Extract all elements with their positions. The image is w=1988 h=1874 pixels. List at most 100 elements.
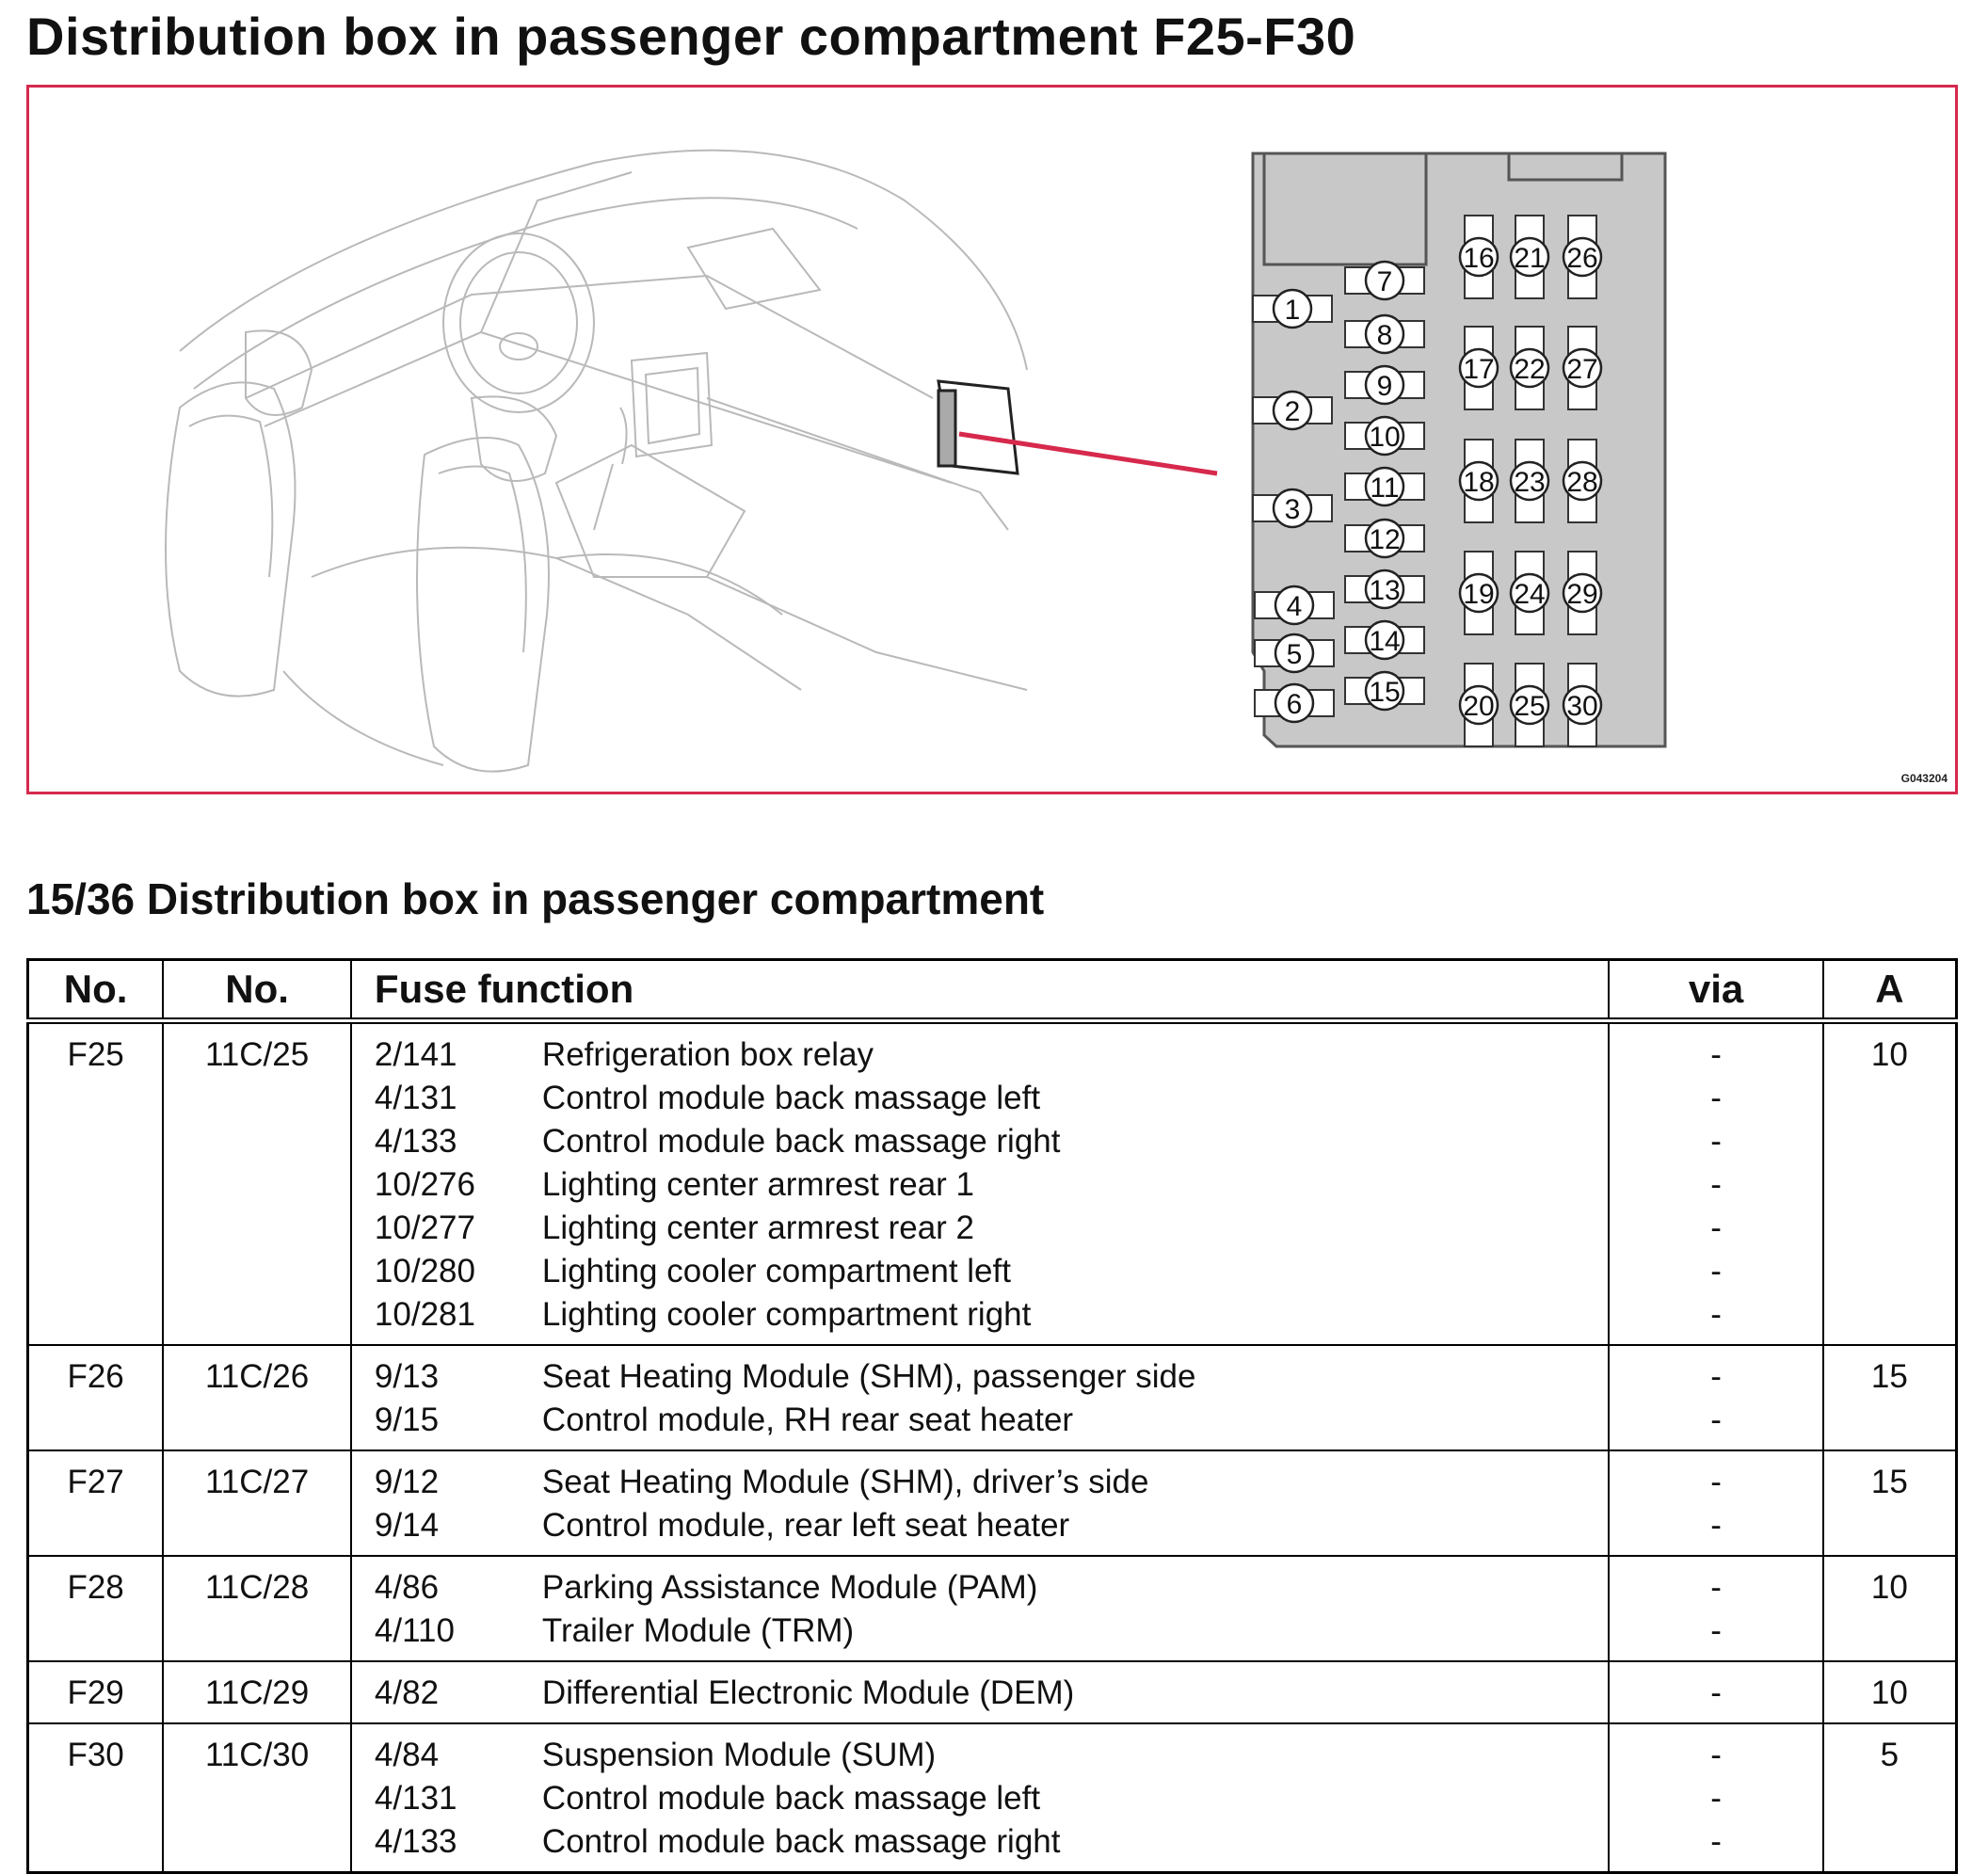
fuse-number-label: 7 [1377, 266, 1393, 297]
fuse-layout: 1234567891011121314151617181920212223242… [1252, 215, 1603, 747]
fuse-slot: 26 [1562, 215, 1603, 299]
fuse-slot: 25 [1509, 663, 1550, 747]
component-description: Refrigeration box relay [541, 1036, 874, 1073]
fuse-slot: 11 [1344, 466, 1425, 507]
fuse-function-entry: 4/131 Control module back massage left [375, 1777, 1608, 1820]
fuse-slot: 24 [1509, 551, 1550, 635]
via-value: - [1710, 1464, 1722, 1500]
component-description: Parking Assistance Module (PAM) [541, 1569, 1038, 1606]
fuse-function-entry: 4/86 Parking Assistance Module (PAM) [375, 1566, 1608, 1610]
amps-cell: 5 [1821, 1723, 1958, 1874]
component-code: 2/141 [374, 1036, 457, 1073]
component-code: 4/133 [374, 1123, 457, 1160]
via-value: - [1710, 1401, 1722, 1438]
fuse-number-label: 26 [1566, 243, 1597, 274]
fuse-number-cell: F30 [26, 1723, 165, 1874]
via-value: - [1710, 1036, 1722, 1073]
fuse-function-entry: 4/133 Control module back massage right [375, 1120, 1608, 1163]
fuse-number-label: 18 [1463, 467, 1494, 498]
section-title: 15/36 Distribution box in passenger comp… [26, 874, 1045, 923]
fuse-number-cell: F26 [26, 1345, 165, 1451]
component-code: 4/131 [374, 1780, 457, 1817]
connector-cell: 11C/30 [162, 1723, 352, 1874]
fuse-slot: 1 [1252, 288, 1333, 329]
via-value: - [1710, 1166, 1722, 1203]
fuse-number-label: 8 [1377, 320, 1393, 351]
via-cell: -- [1608, 1556, 1824, 1662]
via-cell: --- [1608, 1723, 1824, 1874]
connector-number: 11C/29 [204, 1674, 310, 1711]
component-description: Seat Heating Module (SHM), passenger sid… [541, 1358, 1196, 1395]
amps-cell: 15 [1821, 1345, 1958, 1451]
connector-cell: 11C/25 [162, 1020, 352, 1346]
component-code: 4/84 [374, 1737, 440, 1773]
fuse-number-label: 17 [1463, 354, 1494, 385]
fuse-number: F29 [67, 1674, 124, 1711]
fuse-number: F25 [67, 1036, 124, 1073]
via-value: - [1710, 1080, 1722, 1116]
fuse-number: F28 [67, 1569, 124, 1606]
connector-number: 11C/25 [204, 1036, 310, 1073]
fuse-panel-notch [1507, 152, 1624, 182]
fuse-slot: 30 [1562, 663, 1603, 747]
fuse-number-label: 2 [1285, 396, 1301, 427]
header-amps: A [1821, 959, 1958, 1024]
pointer-line [958, 431, 1218, 476]
component-description: Lighting center armrest rear 2 [541, 1209, 975, 1246]
header-via: via [1608, 959, 1824, 1024]
amps-cell: 10 [1821, 1556, 1958, 1662]
fuse-number-label: 16 [1463, 243, 1494, 274]
via-value: - [1710, 1569, 1722, 1606]
via-cell: -- [1608, 1345, 1824, 1451]
component-description: Control module back massage left [541, 1080, 1041, 1116]
fuse-number-label: 4 [1287, 591, 1303, 622]
component-code: 9/15 [374, 1401, 440, 1438]
fuse-slot: 2 [1252, 390, 1333, 431]
fuse-slot: 5 [1254, 633, 1335, 674]
fuse-number-label: 12 [1369, 524, 1400, 555]
component-code: 9/13 [374, 1358, 440, 1395]
fuse-slot: 27 [1562, 326, 1603, 410]
fuse-number-label: 23 [1514, 467, 1545, 498]
fuse-number-cell: F25 [26, 1020, 165, 1346]
fuse-number-label: 3 [1285, 494, 1301, 525]
component-code: 4/86 [374, 1569, 440, 1606]
connector-cell: 11C/28 [162, 1556, 352, 1662]
fuse-function-entry: 9/13 Seat Heating Module (SHM), passenger… [375, 1355, 1608, 1399]
component-code: 10/280 [374, 1253, 475, 1289]
fuse-number-cell: F28 [26, 1556, 165, 1662]
amperage-value: 15 [1870, 1358, 1908, 1395]
component-code: 9/14 [374, 1507, 440, 1544]
fuse-slot: 18 [1458, 439, 1499, 523]
table-body: F25 11C/25 2/141 Refrigeration box relay 4/1… [26, 1020, 1958, 1874]
via-value: - [1710, 1507, 1722, 1544]
component-description: Trailer Module (TRM) [541, 1612, 855, 1649]
fuse-number-label: 24 [1514, 579, 1545, 610]
component-description: Control module back massage left [541, 1780, 1041, 1817]
fuse-number-label: 13 [1369, 575, 1400, 606]
fuse-function-entry: 4/131 Control module back massage left [375, 1077, 1608, 1120]
connector-cell: 11C/26 [162, 1345, 352, 1451]
fuse-slot: 29 [1562, 551, 1603, 635]
connector-number: 11C/27 [204, 1464, 310, 1500]
fuse-slot: 4 [1254, 585, 1335, 626]
via-value: - [1710, 1253, 1722, 1289]
via-value: - [1710, 1737, 1722, 1773]
page-title: Distribution box in passenger compartmen… [26, 7, 1356, 66]
via-cell: ------- [1608, 1020, 1824, 1346]
fuse-panel-relay-slot [1262, 152, 1428, 266]
component-description: Control module back massage right [541, 1123, 1061, 1160]
component-code: 4/131 [374, 1080, 457, 1116]
